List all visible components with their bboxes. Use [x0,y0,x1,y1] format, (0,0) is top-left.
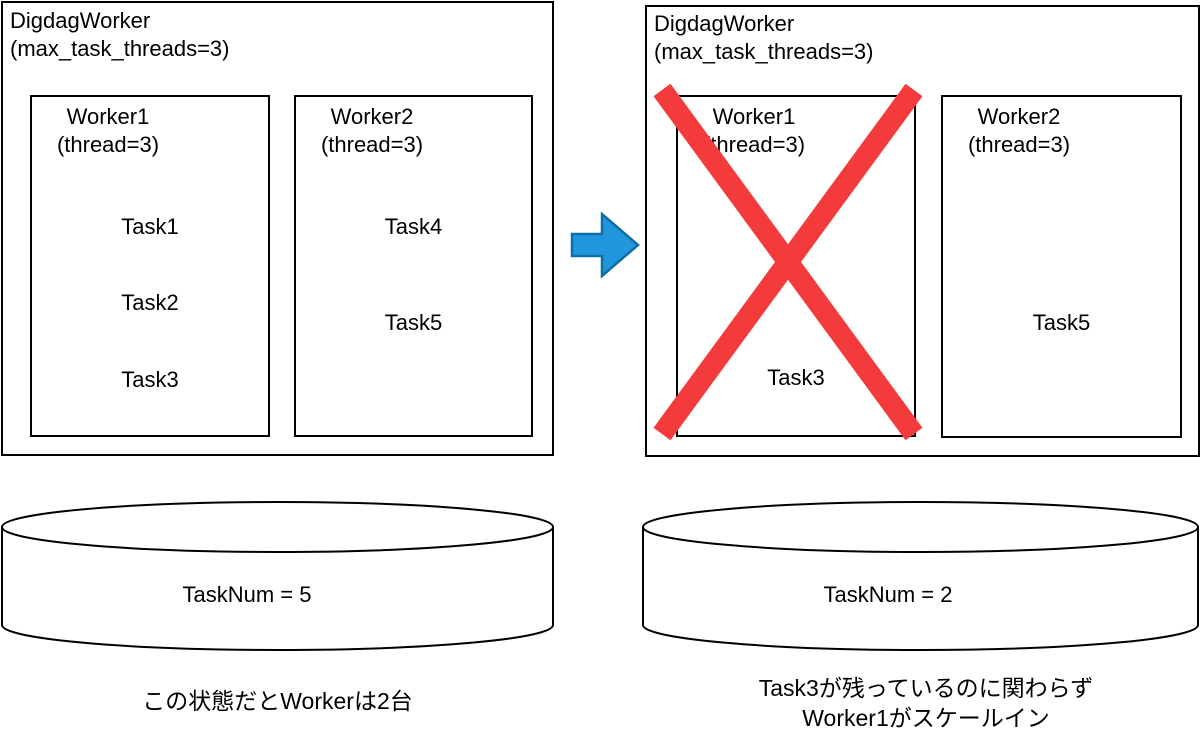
digdag-worker-title-after: DigdagWorker (max_task_threads=3) [654,10,874,66]
task4-label: Task4 [384,214,443,239]
task5-label: Task5 [1032,310,1091,335]
cross-stroke-2 [653,83,923,441]
worker2-box-after: Worker2 (thread=3) Task5 [941,95,1182,438]
worker1-header-before: Worker1 (thread=3) [32,103,184,159]
worker2-header-before: Worker2 (thread=3) [296,103,448,159]
worker2-title: Worker2 [977,104,1061,129]
task1-label: Task1 [121,214,179,239]
worker2-subtitle: (thread=3) [320,132,424,157]
digdag-worker-title-before: DigdagWorker (max_task_threads=3) [10,7,230,63]
caption-after: Task3が残っているのに関わらず Worker1がスケールイン [648,673,1200,733]
worker2-header-after: Worker2 (thread=3) [943,103,1095,159]
cylinder-body [642,527,1199,651]
caption-after-line2: Worker1がスケールイン [802,705,1050,731]
digdag-worker-title-line1: DigdagWorker [10,8,151,33]
scale-in-cross-icon [653,83,923,441]
worker1-header-after: Worker1 (thread=3) [678,103,830,159]
task3-label: Task3 [767,365,825,390]
task2-label: Task2 [121,290,179,315]
tasknum-label-before: TaskNum = 5 [182,582,312,607]
worker2-title: Worker2 [330,104,414,129]
worker1-title: Worker1 [66,104,150,129]
worker1-subtitle: (thread=3) [56,132,160,157]
tasknum-label-after: TaskNum = 2 [823,582,953,607]
worker1-title: Worker1 [712,104,796,129]
caption-before: この状態だとWorkerは2台 [142,688,413,714]
task5-label: Task5 [384,310,443,335]
task-queue-db-after-icon [642,501,1199,651]
cylinder-top [1,501,554,553]
caption-after-line1: Task3が残っているのに関わらず [758,675,1094,701]
cylinder-top [642,501,1199,553]
worker1-box-before: Worker1 (thread=3) Task1 Task2 Task3 [30,95,270,437]
cylinder-body [1,527,554,651]
digdag-worker-title-line2: (max_task_threads=3) [654,39,874,64]
digdag-worker-title-line1: DigdagWorker [654,11,795,36]
worker2-subtitle: (thread=3) [967,132,1071,157]
transition-arrow-icon [570,212,640,278]
digdag-worker-title-line2: (max_task_threads=3) [10,36,230,61]
task-queue-db-before-icon [1,501,554,651]
right-arrow-shape [570,212,640,278]
worker2-box-before: Worker2 (thread=3) Task4 Task5 [294,95,533,437]
task3-label: Task3 [121,367,179,392]
digdag-worker-box-before: DigdagWorker (max_task_threads=3) Worker… [1,1,554,456]
